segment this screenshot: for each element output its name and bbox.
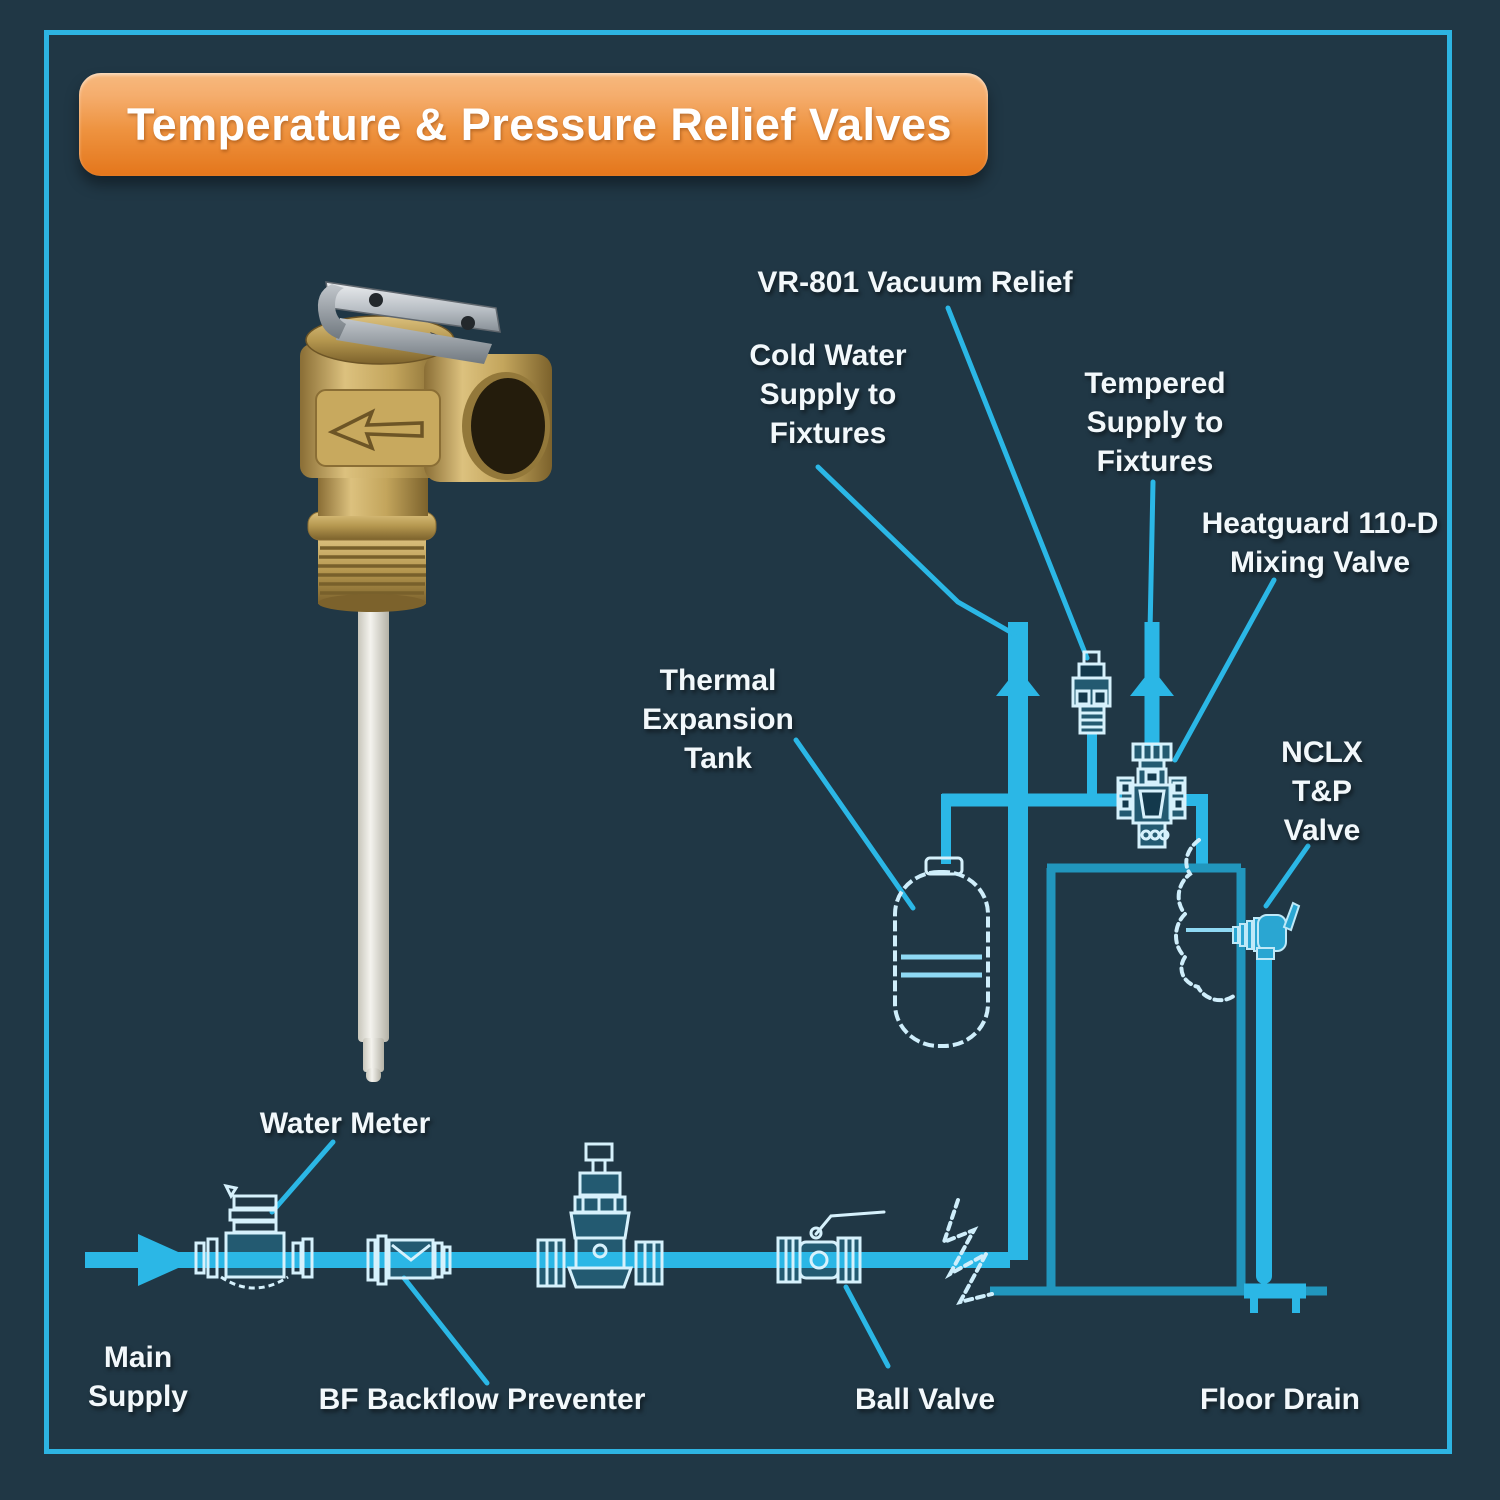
label-heatguard: Heatguard 110-D Mixing Valve: [1202, 507, 1439, 579]
svg-text:Expansion: Expansion: [642, 703, 794, 736]
svg-text:Supply to: Supply to: [760, 378, 897, 411]
leader-ball-valve: [843, 1284, 891, 1369]
tp-valve-icon: [1232, 901, 1301, 960]
label-ball-valve: Ball Valve: [855, 1383, 995, 1416]
svg-text:Supply: Supply: [88, 1380, 188, 1413]
leader-thermal-tank: [793, 737, 916, 911]
label-floor-drain: Floor Drain: [1200, 1383, 1360, 1416]
leader-vacuum-relief: [945, 305, 1090, 661]
ball-valve-icon: [776, 1210, 886, 1284]
svg-text:NCLX: NCLX: [1281, 736, 1363, 769]
label-water-meter: Water Meter: [260, 1107, 431, 1140]
svg-text:Main: Main: [104, 1341, 172, 1374]
flow-arrow-tempered: [1130, 668, 1174, 696]
svg-text:Thermal: Thermal: [660, 664, 777, 697]
svg-text:Tank: Tank: [684, 742, 752, 775]
svg-text:Valve: Valve: [1284, 814, 1361, 847]
relief-valve-photo: [300, 281, 552, 1082]
valve-probe: [358, 600, 389, 1042]
label-vacuum-relief: VR-801 Vacuum Relief: [757, 266, 1073, 299]
flow-arrow-main: [138, 1234, 196, 1286]
title-banner: Temperature & Pressure Relief Valves: [79, 73, 988, 176]
label-backflow: BF Backflow Preventer: [319, 1383, 646, 1416]
page-title: Temperature & Pressure Relief Valves: [127, 98, 953, 150]
svg-text:Tempered: Tempered: [1084, 367, 1225, 400]
svg-text:Heatguard 110-D: Heatguard 110-D: [1202, 507, 1439, 540]
svg-text:T&P: T&P: [1292, 775, 1352, 808]
valve-test-lever: [317, 281, 501, 364]
pressure-reducing-valve-icon: [536, 1142, 664, 1289]
valve-flow-stamp: [315, 389, 441, 467]
svg-text:Supply to: Supply to: [1087, 406, 1224, 439]
mixing-valve-outlet-pipe: [1183, 794, 1208, 868]
vacuum-relief-icon: [1071, 650, 1112, 735]
flow-arrow-cold: [996, 668, 1040, 696]
leader-lines: [269, 305, 1311, 1386]
svg-text:Fixtures: Fixtures: [1097, 445, 1214, 478]
leader-backflow: [401, 1275, 490, 1386]
leader-nclx: [1263, 843, 1311, 909]
label-nclx: NCLX T&P Valve: [1281, 736, 1363, 847]
label-cold-water: Cold Water Supply to Fixtures: [749, 339, 907, 450]
label-thermal-tank: Thermal Expansion Tank: [642, 664, 794, 775]
leader-tempered: [1147, 479, 1156, 635]
svg-text:Fixtures: Fixtures: [770, 417, 887, 450]
label-main-supply: Main Supply: [88, 1341, 188, 1413]
diagram-labels: VR-801 Vacuum Relief Cold Water Supply t…: [88, 266, 1438, 1416]
pipe-break-symbol: [940, 1198, 994, 1306]
water-heater-sketch: [1174, 838, 1238, 1003]
flow-arrow-stamp: [327, 408, 424, 452]
expansion-tank-icon: [893, 856, 990, 1048]
mixing-valve-icon: [1116, 742, 1187, 849]
label-tempered: Tempered Supply to Fixtures: [1084, 367, 1225, 478]
pipe-network: [85, 622, 1327, 1313]
svg-text:Cold Water: Cold Water: [749, 339, 907, 372]
leader-water-meter: [269, 1139, 336, 1215]
backflow-preventer-icon: [366, 1234, 452, 1286]
svg-text:Mixing Valve: Mixing Valve: [1230, 546, 1410, 579]
leader-cold-water: [815, 464, 1017, 637]
floor-drain-legs: [1250, 1298, 1300, 1313]
border-frame: [44, 30, 1452, 1454]
water-meter-icon: [194, 1183, 314, 1290]
leader-heatguard: [1172, 577, 1277, 763]
